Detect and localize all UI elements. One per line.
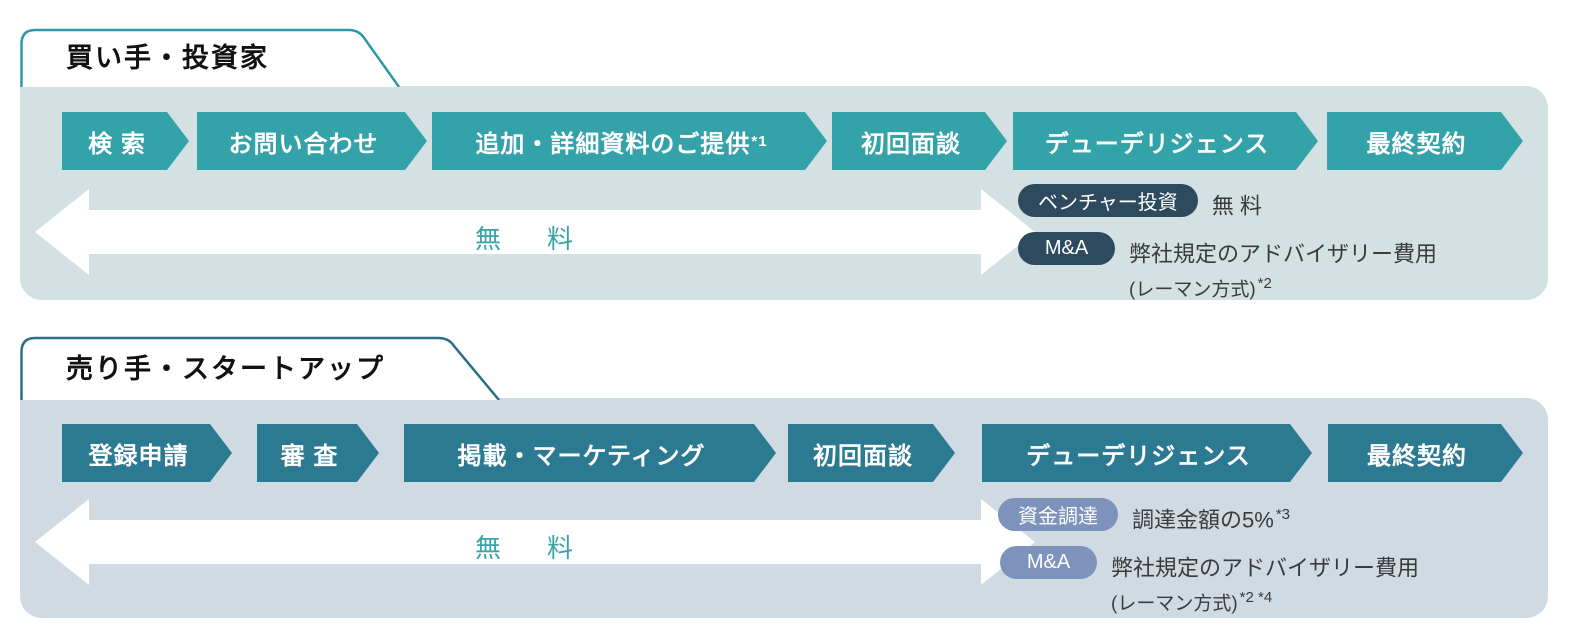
step-label: デューデリジェンス [1044,130,1270,158]
fee-text: 無 料 [1211,193,1262,219]
step-label: 初回面談 [861,130,961,158]
step-label: デューデリジェンス [1026,442,1251,470]
fee-row-ma: M&A 弊社規定のアドバイザリー費用 (レーマン方式)*2 *4 [1000,546,1421,619]
fee-note: (レーマン方式)*2 [1129,275,1272,301]
step-label: 初回面談 [813,442,913,470]
seller-startup-tab-label: 売り手・スタートアップ [66,354,385,384]
seller-startup-tab [20,336,500,400]
step-due-diligence: デューデリジェンス [982,424,1312,482]
step-inquiry: お問い合わせ [197,112,427,170]
step-final-contract: 最終契約 [1327,112,1523,170]
step-listing-marketing: 掲載・マーケティング [404,424,776,482]
step-final-contract: 最終契約 [1328,424,1523,482]
step-label: 最終契約 [1366,130,1467,158]
step-label: 検 索 [88,130,146,158]
buyer-investor-tab [20,28,401,87]
venture-investment-badge: ベンチャー投資 [1018,184,1198,217]
fee-text: 調達金額の5%*3 [1132,506,1290,533]
step-footnote: *1 [751,132,768,150]
step-label: 最終契約 [1367,442,1467,470]
step-first-meeting: 初回面談 [788,424,955,482]
ma-badge: M&A [1018,232,1115,265]
fee-text: 弊社規定のアドバイザリー費用 [1129,241,1438,267]
ma-badge: M&A [1000,546,1097,579]
free-label: 無 料 [475,533,584,563]
step-screening: 審 査 [257,424,379,482]
fee-note: (レーマン方式)*2 *4 [1111,589,1273,615]
step-due-diligence: デューデリジェンス [1013,112,1318,170]
buyer-investor-tab-label: 買い手・投資家 [66,43,269,73]
free-range-arrow-icon [35,189,1035,275]
seller-startup-panel: 登録申請 審 査 掲載・マーケティング 初回面談 デューデリジェンス 最終契約 … [20,398,1548,618]
fundraising-badge: 資金調達 [998,498,1118,531]
step-search: 検 索 [62,112,189,170]
step-label: 審 査 [280,442,339,470]
step-label: 掲載・マーケティング [457,442,706,470]
fee-text: 弊社規定のアドバイザリー費用 [1111,555,1420,581]
step-label: お問い合わせ [228,130,379,158]
fee-row-venture: ベンチャー投資 無 料 [1018,184,1264,222]
free-range-arrow-icon [35,499,1035,585]
step-label: 登録申請 [88,442,189,470]
free-label: 無 料 [475,224,584,254]
step-registration: 登録申請 [62,424,232,482]
step-additional-materials: 追加・詳細資料のご提供*1 [432,112,827,170]
fee-row-fundraising: 資金調達 調達金額の5%*3 [998,498,1290,536]
step-label: 追加・詳細資料のご提供 [475,130,751,158]
fee-row-ma: M&A 弊社規定のアドバイザリー費用 (レーマン方式)*2 [1018,232,1439,305]
buyer-investor-panel: 検 索 お問い合わせ 追加・詳細資料のご提供*1 初回面談 デューデリジェンス … [20,86,1548,301]
step-first-meeting: 初回面談 [832,112,1007,170]
